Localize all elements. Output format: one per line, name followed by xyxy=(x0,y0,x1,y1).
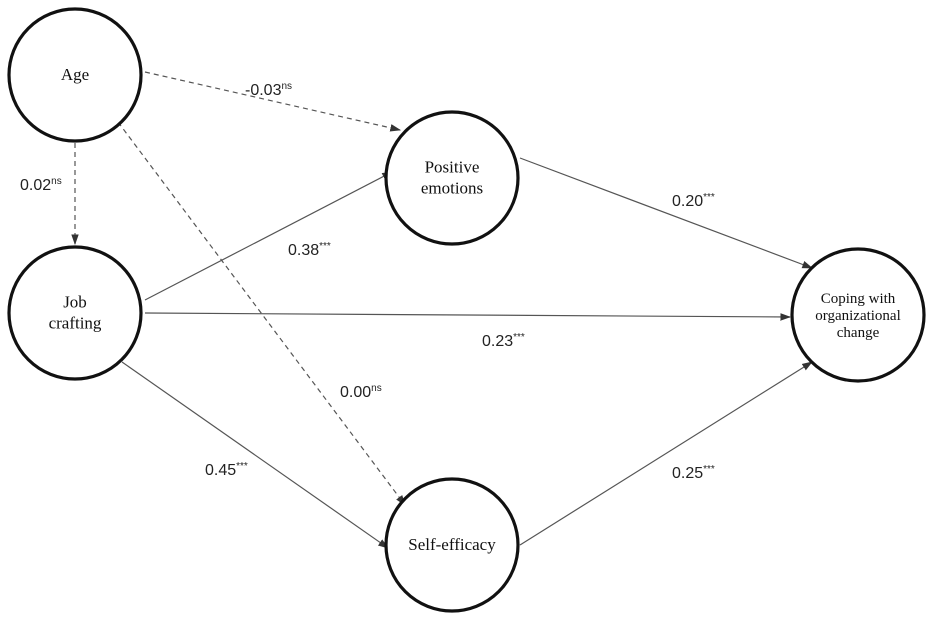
coefficient-pos-coping: 0.20*** xyxy=(672,192,715,210)
edge-job-pos xyxy=(144,171,393,301)
significance-marker: *** xyxy=(703,464,715,475)
node-label: Coping with xyxy=(821,291,896,307)
significance-marker: *** xyxy=(513,332,525,343)
coefficient-value: 0.02 xyxy=(20,177,51,194)
significance-marker: ns xyxy=(371,383,382,394)
edge-age-pos xyxy=(144,71,402,132)
coefficient-value: 0.00 xyxy=(340,384,371,401)
coefficient-value: 0.20 xyxy=(672,193,703,210)
edge-age-self xyxy=(117,121,406,506)
coefficient-age-self: 0.00ns xyxy=(340,383,382,401)
coefficient-value: -0.03 xyxy=(245,82,282,99)
node-circle xyxy=(7,7,143,143)
node-circle xyxy=(384,477,520,613)
node-label: Self-efficacy xyxy=(408,535,496,554)
coefficient-value: 0.38 xyxy=(288,242,319,259)
node-label: crafting xyxy=(49,314,102,333)
node-label: organizational xyxy=(815,308,901,324)
significance-marker: *** xyxy=(319,241,331,252)
edge-job-self xyxy=(121,361,389,549)
node-label: Job xyxy=(63,293,87,312)
coefficient-age-job: 0.02ns xyxy=(20,176,62,194)
node-self: Self-efficacy xyxy=(384,477,520,613)
node-label: Positive xyxy=(425,158,480,177)
node-circle xyxy=(7,245,143,381)
node-label: emotions xyxy=(421,179,483,198)
coefficient-value: 0.23 xyxy=(482,333,513,350)
coefficient-self-coping: 0.25*** xyxy=(672,464,715,482)
significance-marker: *** xyxy=(703,192,715,203)
significance-marker: ns xyxy=(51,176,62,187)
node-age: Age xyxy=(7,7,143,143)
node-label: change xyxy=(837,325,880,341)
edge-job-coping xyxy=(144,312,792,321)
node-label: Age xyxy=(61,65,89,84)
coefficient-value: 0.25 xyxy=(672,465,703,482)
edge-pos-coping xyxy=(519,157,814,269)
coefficient-age-pos: -0.03ns xyxy=(245,81,292,99)
coefficient-job-pos: 0.38*** xyxy=(288,241,331,259)
node-job: Job crafting xyxy=(7,245,143,381)
coefficient-value: 0.45 xyxy=(205,462,236,479)
node-circle xyxy=(384,110,520,246)
edge-self-coping xyxy=(519,361,813,546)
significance-marker: ns xyxy=(281,81,292,92)
coefficient-job-self: 0.45*** xyxy=(205,461,248,479)
coefficient-job-coping: 0.23*** xyxy=(482,332,525,350)
node-pos: Positive emotions xyxy=(384,110,520,246)
node-circle xyxy=(790,247,926,383)
significance-marker: *** xyxy=(236,461,248,472)
